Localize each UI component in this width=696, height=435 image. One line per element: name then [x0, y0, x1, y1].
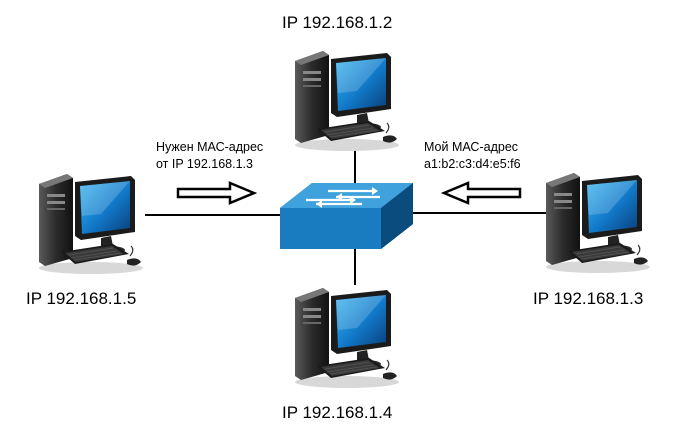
host-top-ip-label: IP 192.168.1.2: [282, 13, 393, 32]
arp-reply-line-1: Мой МАС-адрес: [424, 140, 519, 154]
host-bottom-ip-label: IP 192.168.1.4: [282, 403, 393, 422]
arp-reply-note: Мой МАС-адрес a1:b2:c3:d4:e5:f6: [424, 139, 521, 173]
host-right-ip-label: IP 192.168.1.3: [533, 289, 644, 308]
arp-request-note: Нужен МАС-адрес от IP 192.168.1.3: [156, 139, 263, 173]
arrow-right-icon: [176, 181, 258, 205]
computer-left-icon: [38, 173, 144, 275]
host-left-ip-label: IP 192.168.1.5: [26, 289, 137, 308]
arp-reply-line-2: a1:b2:c3:d4:e5:f6: [424, 157, 521, 171]
arrow-left-icon: [440, 181, 522, 205]
computer-top-icon: [294, 50, 400, 152]
network-switch-icon: [280, 183, 413, 249]
computer-right-icon: [545, 172, 651, 274]
computer-bottom-icon: [294, 287, 400, 389]
arp-request-line-2: от IP 192.168.1.3: [156, 157, 253, 171]
arp-request-line-1: Нужен МАС-адрес: [156, 140, 264, 154]
